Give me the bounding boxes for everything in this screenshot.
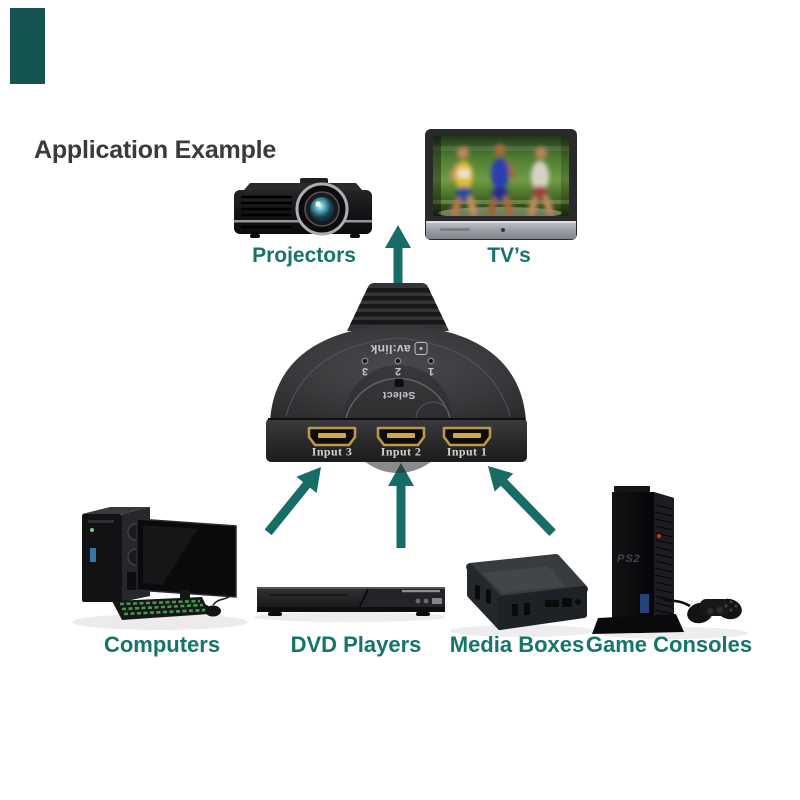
arrow-switch-to-displays-icon (385, 225, 411, 283)
label-computers: Computers (103, 632, 221, 657)
led-indicator-icon (363, 359, 367, 363)
label-media-boxes: Media Boxes (449, 632, 585, 657)
switch-channel-2: 2 (395, 359, 401, 377)
page-title: Application Example (34, 136, 277, 164)
port-label-input2: Input 2 (380, 444, 422, 459)
port-label-input3: Input 3 (311, 444, 353, 459)
led-indicator-icon (429, 359, 433, 363)
switch-brand: av:link (370, 342, 428, 356)
arrow-dvd-to-switch-icon (388, 463, 414, 548)
computer-illustration (72, 507, 248, 630)
label-game-consoles: Game Consoles (585, 632, 753, 657)
console-logo-text: PS2 (617, 553, 641, 565)
port-label-input1: Input 1 (446, 444, 488, 459)
media-box-illustration (450, 554, 594, 637)
switch-brand-text: av:link (370, 342, 411, 356)
arrow-computers-to-switch-icon (264, 467, 321, 536)
dvd-player-illustration (254, 587, 446, 622)
label-tvs: TV’s (487, 244, 531, 267)
select-button-icon (394, 379, 404, 387)
corner-accent-bar (10, 8, 45, 84)
label-projectors: Projectors (252, 244, 356, 267)
label-dvd-players: DVD Players (290, 632, 422, 657)
hdmi-switch-illustration (266, 283, 527, 473)
tv-illustration (425, 129, 577, 240)
switch-select-button: Select (383, 379, 415, 401)
projector-illustration (234, 178, 372, 238)
avlink-logo-icon (414, 342, 428, 356)
led-indicator-icon (396, 359, 400, 363)
game-console-illustration: PS2 (592, 486, 748, 639)
arrow-media-to-switch-icon (488, 466, 556, 537)
switch-channel-1: 1 (428, 359, 434, 377)
switch-channel-3: 3 (362, 359, 368, 377)
